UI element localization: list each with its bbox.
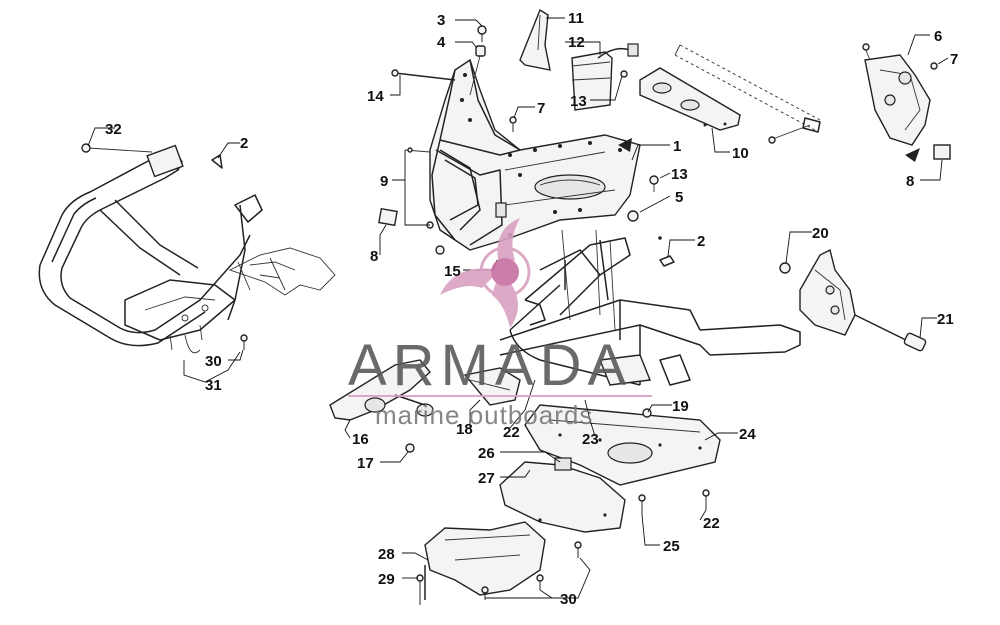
- belly-pan-part-24: [524, 404, 721, 486]
- leader-lines: [87, 17, 949, 599]
- callout-22-center: 22: [503, 424, 520, 441]
- callout-1: 1: [673, 138, 681, 155]
- callout-labels: 3 4 11 12 13 14 7 6 7 10 1 13 5 8 9 8 32…: [105, 10, 958, 608]
- deflector-part-11: [519, 8, 551, 71]
- callout-18: 18: [456, 421, 473, 438]
- front-frame: [499, 229, 801, 386]
- callout-7-right: 7: [950, 51, 958, 68]
- bracket-part-6: [618, 43, 938, 162]
- callout-22-right: 22: [703, 515, 720, 532]
- steering-support-part-1: [429, 58, 641, 251]
- callout-24: 24: [739, 426, 756, 443]
- callout-3: 3: [437, 12, 445, 29]
- callout-25: 25: [663, 538, 680, 555]
- callout-23: 23: [582, 431, 599, 448]
- callout-14: 14: [367, 88, 384, 105]
- watermark-tagline: marine outboards: [375, 400, 593, 430]
- watermark-brand: ARMADA: [348, 333, 632, 398]
- plate-part-10: [639, 67, 741, 131]
- bracket-part-20-21: [779, 248, 927, 352]
- callout-32: 32: [105, 121, 122, 138]
- callout-15: 15: [444, 263, 461, 280]
- callout-29: 29: [378, 571, 395, 588]
- callout-12: 12: [568, 34, 585, 51]
- callout-5: 5: [675, 189, 683, 206]
- callout-30-left: 30: [205, 353, 222, 370]
- skid-plate-part-27: [499, 457, 626, 533]
- callout-9: 9: [380, 173, 388, 190]
- callout-17: 17: [357, 455, 374, 472]
- callout-30-lower: 30: [560, 591, 577, 608]
- armada-logo-icon: [440, 218, 531, 328]
- lower-guard-part-28: [424, 521, 546, 600]
- callout-8-right: 8: [906, 173, 914, 190]
- spindle-part-16: [329, 359, 434, 453]
- callout-10: 10: [732, 145, 749, 162]
- fasteners-upper: [378, 25, 951, 255]
- callout-4: 4: [437, 34, 446, 51]
- callout-26: 26: [478, 445, 495, 462]
- callout-11: 11: [568, 10, 584, 27]
- callout-21: 21: [937, 311, 954, 328]
- front-bumper-part-31: [38, 144, 336, 354]
- callout-2-center: 2: [697, 233, 705, 250]
- callout-31: 31: [205, 377, 222, 394]
- logo-hub: [491, 258, 519, 286]
- callout-27: 27: [478, 470, 495, 487]
- logo-blade-left: [440, 268, 500, 295]
- callout-8-left: 8: [370, 248, 378, 265]
- callout-20: 20: [812, 225, 829, 242]
- dashed-bar: [674, 44, 821, 144]
- callout-6: 6: [934, 28, 942, 45]
- watermark: ARMADA marine outboards: [348, 218, 652, 430]
- callout-2-left: 2: [240, 135, 248, 152]
- callout-13-upper: 13: [570, 93, 587, 110]
- callout-28: 28: [378, 546, 395, 563]
- callout-19: 19: [672, 398, 689, 415]
- module-part-12: [571, 43, 639, 111]
- callout-7-center: 7: [537, 100, 545, 117]
- logo-blade-right: [492, 270, 518, 328]
- logo-blade-top: [497, 218, 520, 270]
- callout-16: 16: [352, 431, 369, 448]
- callout-13-lower: 13: [671, 166, 688, 183]
